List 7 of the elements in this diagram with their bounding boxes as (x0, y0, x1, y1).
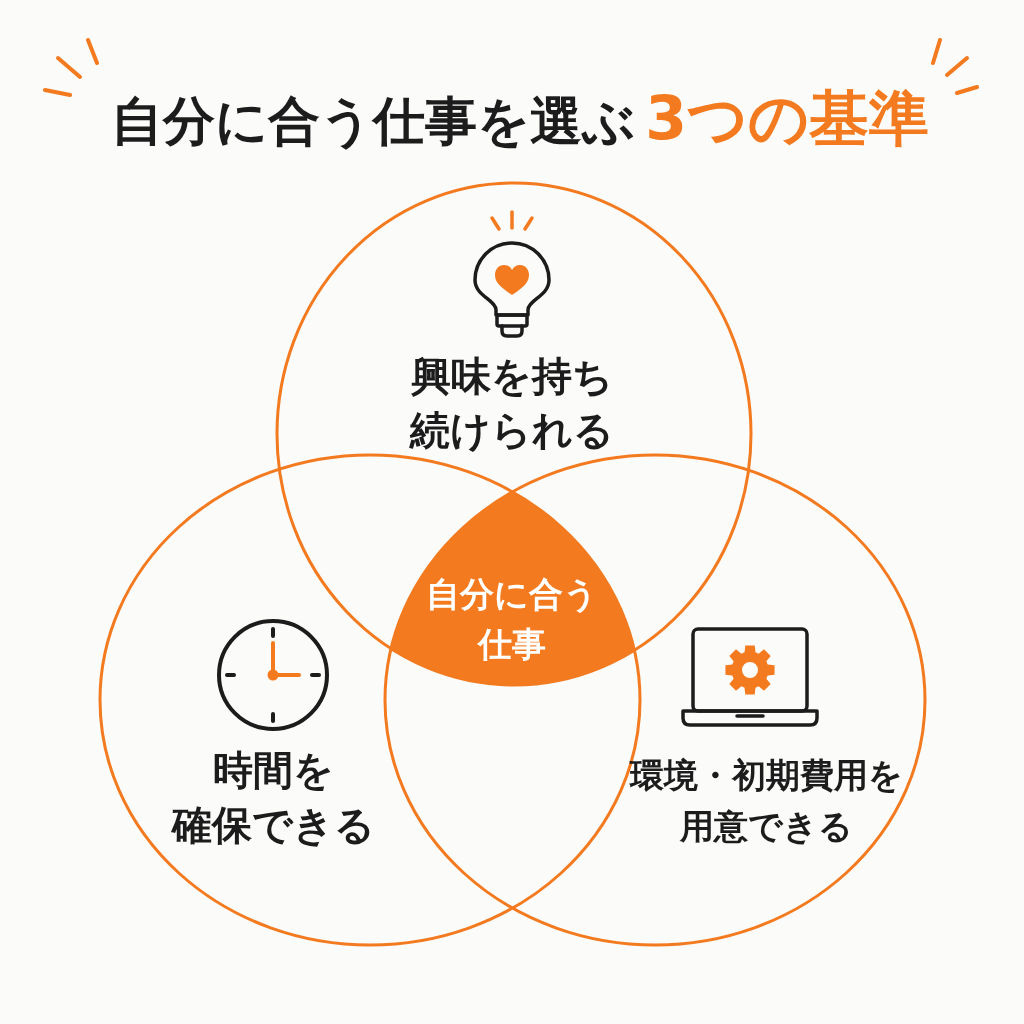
venn-circle (275, 181, 753, 687)
circle-label: 環境・初期費用を用意できる (629, 754, 903, 848)
venn-circle (383, 453, 927, 947)
circle-label: 時間を確保できる (171, 746, 375, 850)
center-label: 自分に合う仕事 (426, 573, 598, 666)
circle-label: 興味を持ち続けられる (410, 352, 614, 455)
center-region (392, 493, 635, 686)
